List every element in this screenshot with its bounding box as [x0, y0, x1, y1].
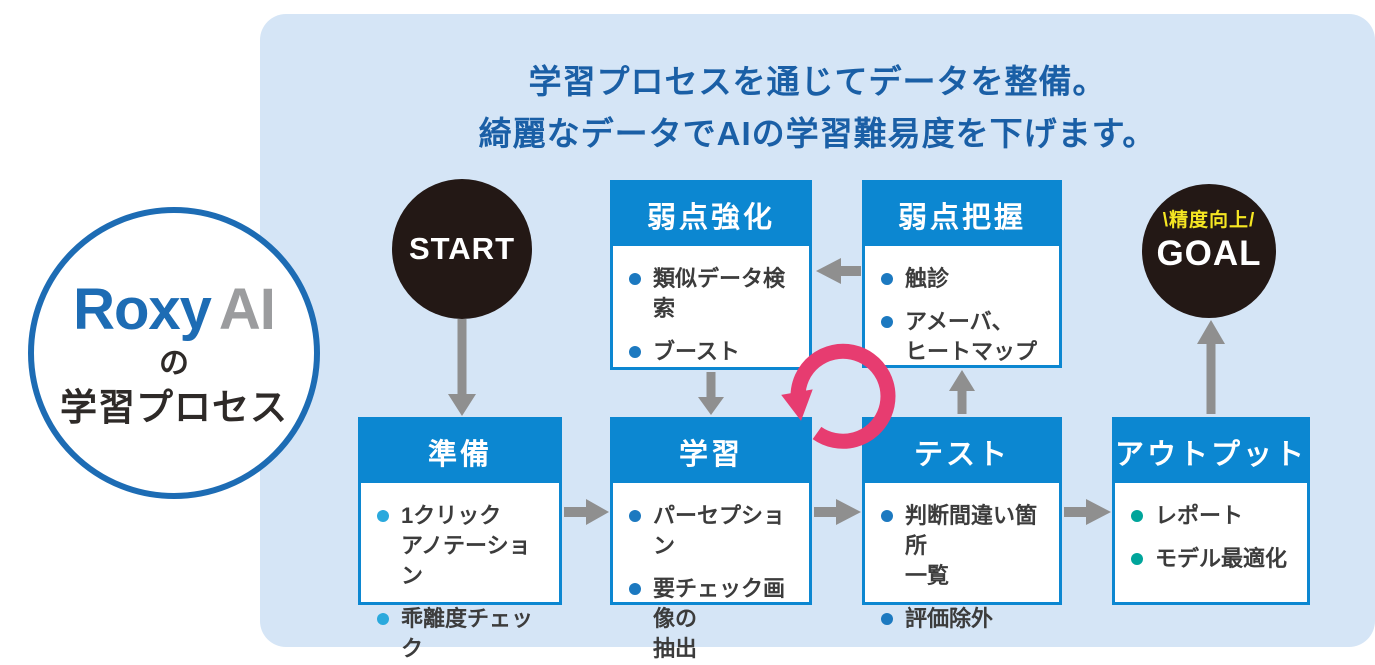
bullet-dot-icon: [629, 510, 641, 522]
box-bullet-list: レポートモデル最適化: [1115, 483, 1307, 574]
bullet-item: 要チェック画像の 抽出: [629, 574, 799, 664]
bullet-item: レポート: [1131, 501, 1297, 531]
bullet-dot-icon: [881, 316, 893, 328]
box-title-weakness-grasping: 弱点把握: [865, 183, 1059, 246]
bullet-dot-icon: [377, 613, 389, 625]
bullet-item: モデル最適化: [1131, 544, 1297, 574]
diagram-title-line2: 綺麗なデータでAIの学習難易度を下げます。: [478, 115, 1157, 152]
diagram-title-line1: 学習プロセスを通じてデータを整備。: [528, 63, 1107, 100]
box-title-weakness-strengthening: 弱点強化: [613, 183, 809, 246]
process-box-output: アウトプット レポートモデル最適化: [1112, 417, 1310, 605]
box-bullet-list: パーセプション要チェック画像の 抽出: [613, 483, 809, 664]
box-title-test: テスト: [865, 420, 1059, 483]
bullet-dot-icon: [629, 583, 641, 595]
bullet-item: ブースト: [629, 337, 799, 367]
bullet-item: 類似データ検索: [629, 264, 799, 324]
bullet-item: 判断間違い箇所 一覧: [881, 501, 1049, 591]
bullet-item: 1クリック アノテーション: [377, 501, 549, 591]
box-title-preparation: 準備: [361, 420, 559, 483]
badge-label: 学習プロセス: [60, 386, 288, 428]
goal-node: \精度向上/ GOAL: [1142, 184, 1276, 318]
box-bullet-list: 触診アメーバ、 ヒートマップ: [865, 246, 1059, 367]
bullet-dot-icon: [629, 346, 641, 358]
goal-label: GOAL: [1156, 233, 1262, 273]
bullet-item: アメーバ、 ヒートマップ: [881, 307, 1049, 367]
bullet-dot-icon: [881, 613, 893, 625]
goal-accuracy-label: \精度向上/: [1162, 209, 1256, 231]
bullet-dot-icon: [881, 273, 893, 285]
process-box-preparation: 準備 1クリック アノテーション乖離度チェック: [358, 417, 562, 661]
bullet-item: 乖離度チェック: [377, 604, 549, 664]
bullet-item: パーセプション: [629, 501, 799, 561]
box-bullet-list: 類似データ検索ブースト: [613, 246, 809, 367]
bullet-item: 触診: [881, 264, 1049, 294]
box-bullet-list: 判断間違い箇所 一覧評価除外: [865, 483, 1059, 634]
logo-ai-text: AI: [218, 276, 276, 342]
process-box-learning: 学習 パーセプション要チェック画像の 抽出: [610, 417, 812, 661]
bullet-item: 評価除外: [881, 604, 1049, 634]
start-label: START: [408, 231, 516, 266]
process-box-weakness-grasping: 弱点把握 触診アメーバ、 ヒートマップ: [862, 180, 1062, 368]
diagram-title: 学習プロセスを通じてデータを整備。 綺麗なデータでAIの学習難易度を下げます。: [260, 56, 1375, 160]
bullet-dot-icon: [1131, 553, 1143, 565]
bullet-dot-icon: [629, 273, 641, 285]
bullet-dot-icon: [377, 510, 389, 522]
badge-particle: の: [159, 346, 189, 380]
process-box-test: テスト 判断間違い箇所 一覧評価除外: [862, 417, 1062, 631]
logo-roxy-text: Roxy: [73, 276, 212, 342]
bullet-dot-icon: [1131, 510, 1143, 522]
bullet-dot-icon: [881, 510, 893, 522]
start-node: START: [392, 179, 532, 319]
box-title-output: アウトプット: [1115, 420, 1307, 483]
box-title-learning: 学習: [613, 420, 809, 483]
process-box-weakness-strengthening: 弱点強化 類似データ検索ブースト: [610, 180, 812, 370]
box-bullet-list: 1クリック アノテーション乖離度チェック: [361, 483, 559, 664]
